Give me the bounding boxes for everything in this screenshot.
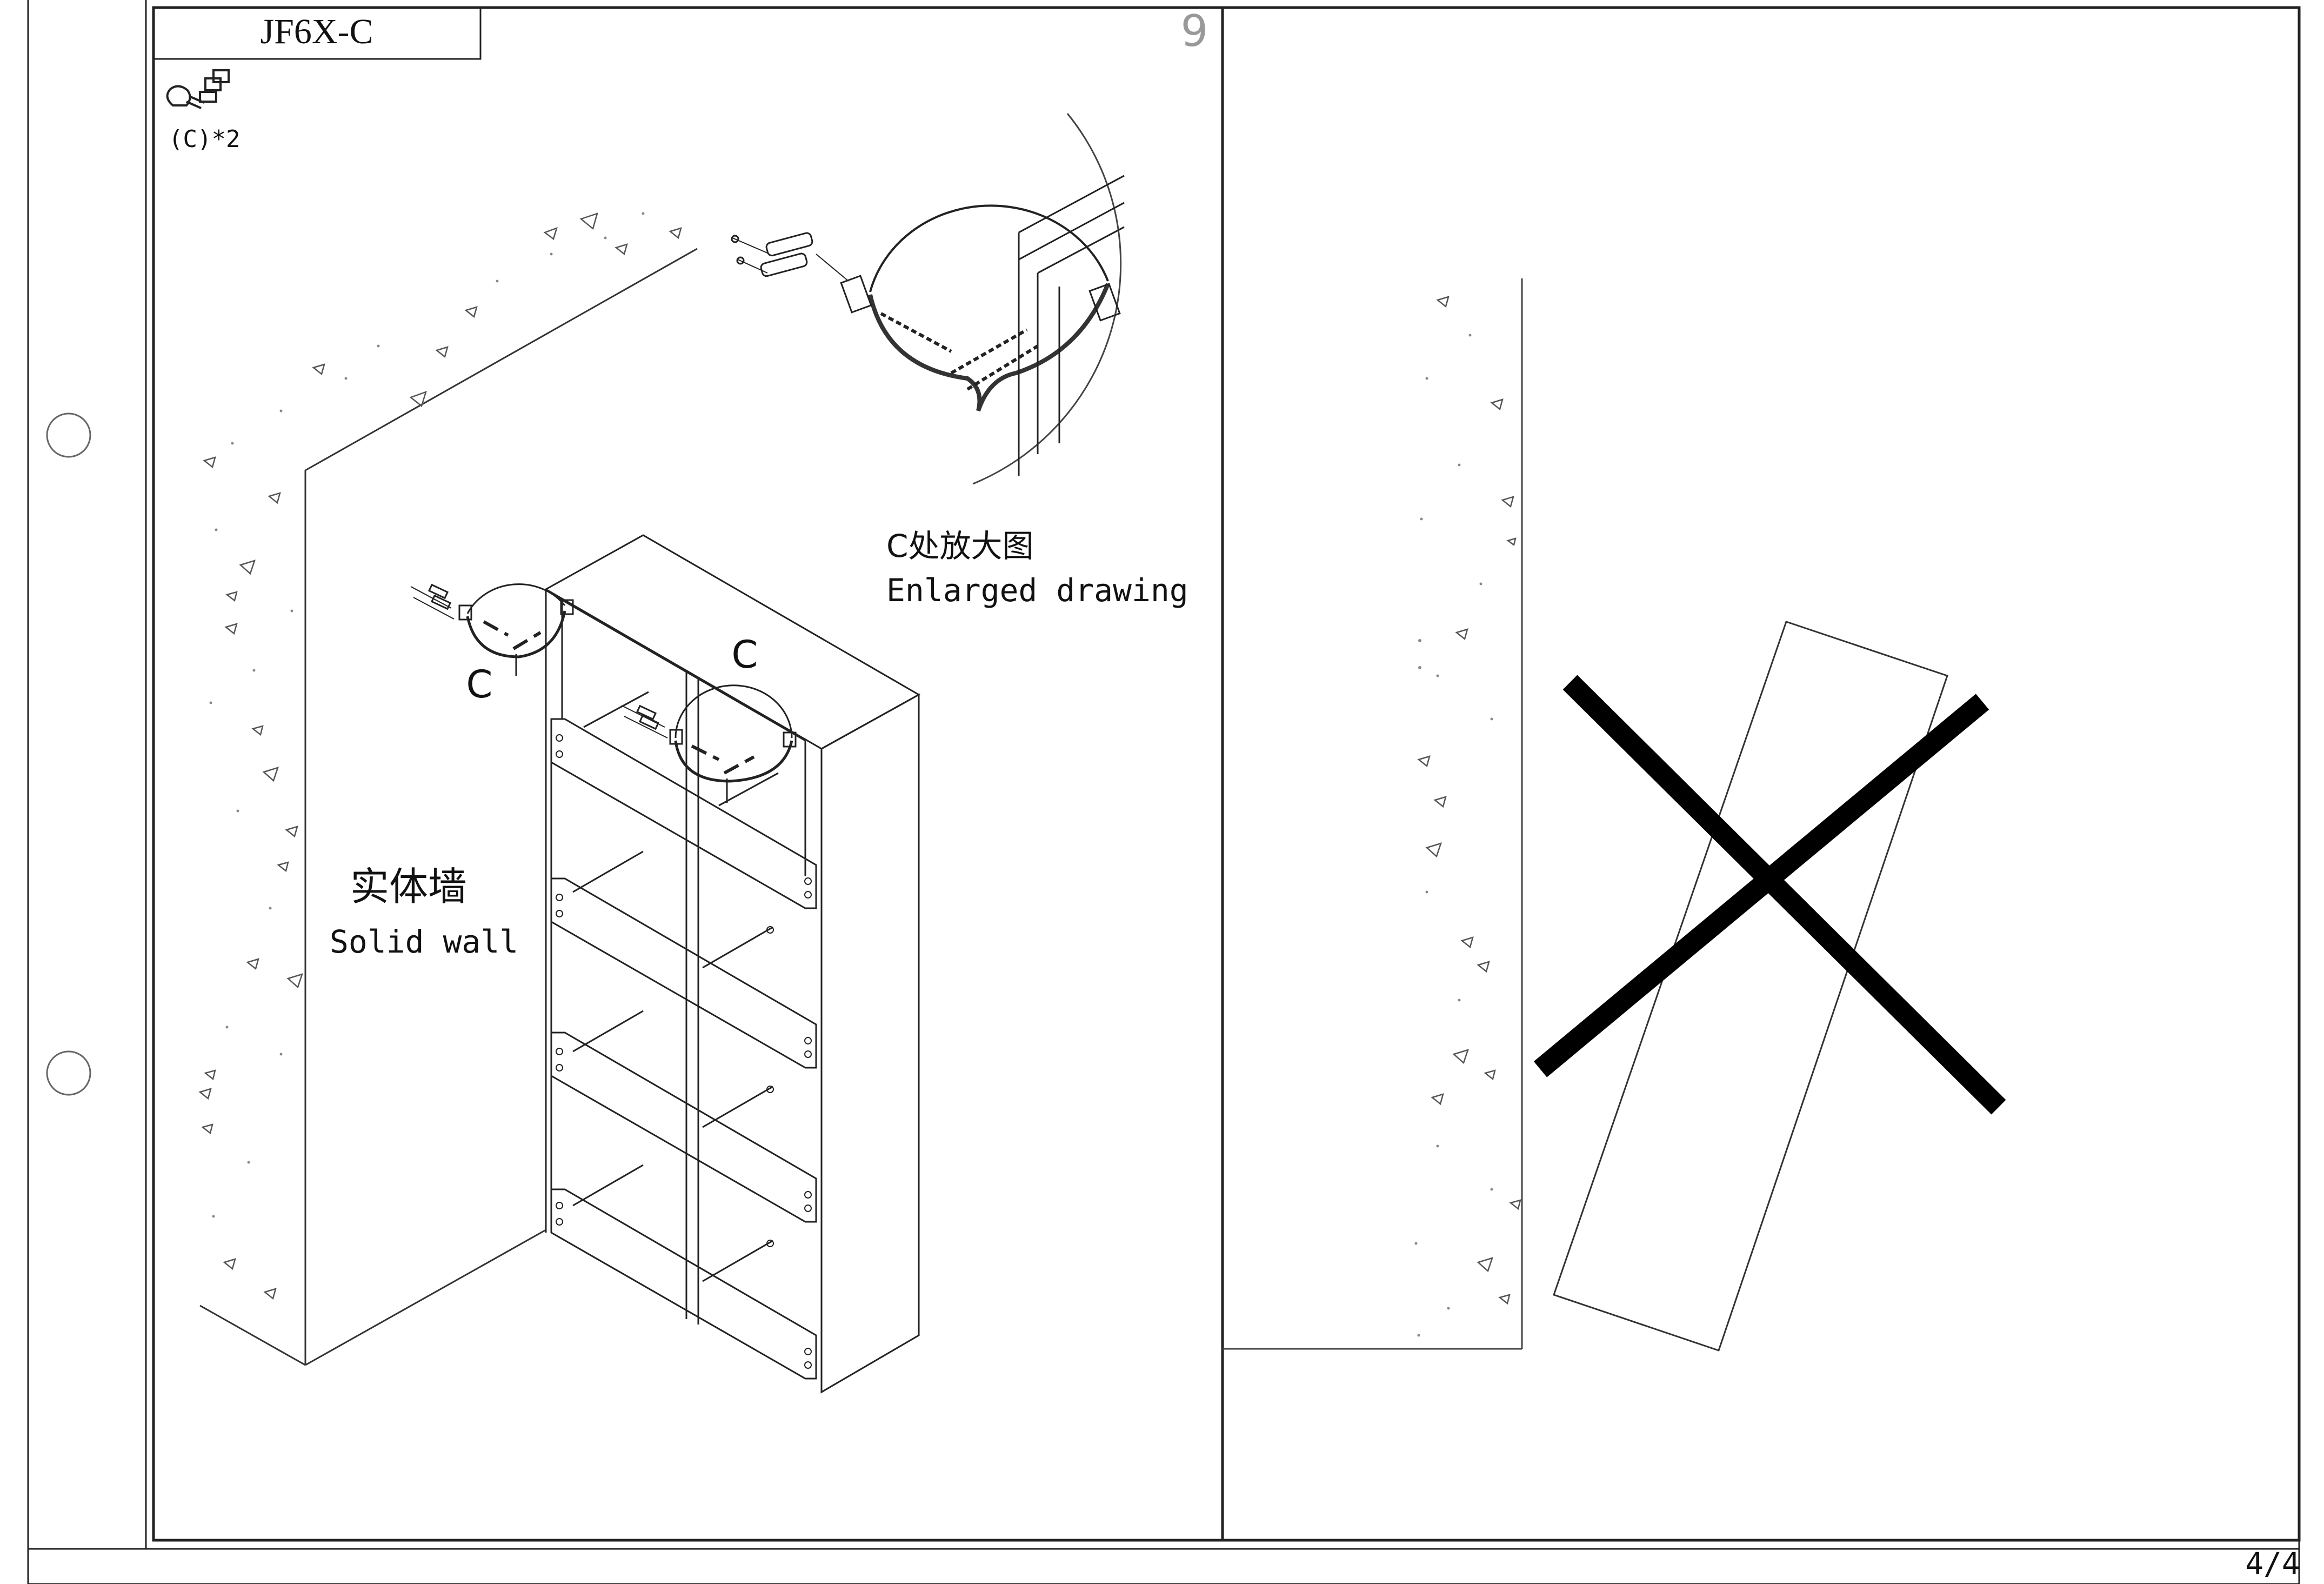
callout-label-left: C (466, 662, 493, 707)
wall-dots (209, 212, 645, 1218)
model-code: JF6X-C (260, 12, 373, 51)
solid-wall (199, 248, 698, 1366)
binder-hole-bottom (46, 1050, 91, 1096)
wall-right (1223, 278, 1523, 1350)
enlarged-detail (731, 113, 1125, 485)
solid-wall-en: Solid wall (330, 923, 518, 960)
step-number: 9 (1181, 6, 1208, 56)
cross-x-icon (1533, 675, 2006, 1115)
leaning-board (1553, 621, 1948, 1352)
part-label: (C)*2 (169, 125, 240, 153)
callout-label-right: C (732, 633, 758, 677)
callout-circle-left (410, 583, 574, 676)
enlarged-drawing-cn: C处放大图 (886, 528, 1034, 564)
wall-texture (198, 212, 682, 1300)
enlarged-drawing-en: Enlarged drawing (886, 572, 1188, 609)
bookcase-holes (556, 734, 812, 1369)
bracket-screw-anchor-icon (166, 69, 230, 109)
page-frame (27, 0, 2301, 1584)
binder-hole-top (46, 412, 91, 458)
model-code-box (152, 6, 482, 60)
wall-right-dots (1414, 334, 1493, 1337)
bookcase (544, 534, 921, 1394)
wall-right-texture (1417, 296, 1521, 1305)
callout-circle-right (621, 684, 797, 803)
solid-wall-cn: 实体墙 (350, 864, 467, 909)
page-number: 4/4 (2245, 1547, 2300, 1582)
